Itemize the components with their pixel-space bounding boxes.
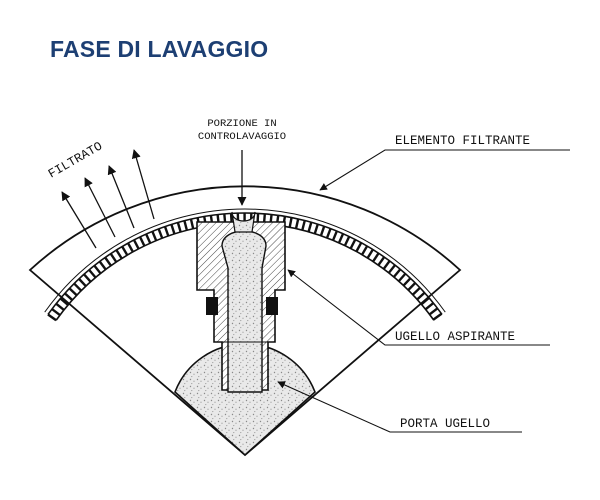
filtrate-arrows <box>61 149 155 249</box>
porzione-label-line2: CONTROLAVAGGIO <box>198 131 286 143</box>
ugello-aspirante-label: UGELLO ASPIRANTE <box>395 330 515 344</box>
page-title: FASE DI LAVAGGIO <box>50 36 269 62</box>
porzione-label-line1: PORZIONE IN <box>207 118 276 130</box>
seal-left <box>206 297 218 315</box>
filtrato-label: FILTRATO <box>46 139 105 181</box>
seal-right <box>266 297 278 315</box>
suction-nozzle <box>196 211 286 393</box>
leader-lines <box>277 149 570 433</box>
elemento-filtrante-label: ELEMENTO FILTRANTE <box>395 134 530 148</box>
porta-ugello-label: PORTA UGELLO <box>400 417 490 431</box>
